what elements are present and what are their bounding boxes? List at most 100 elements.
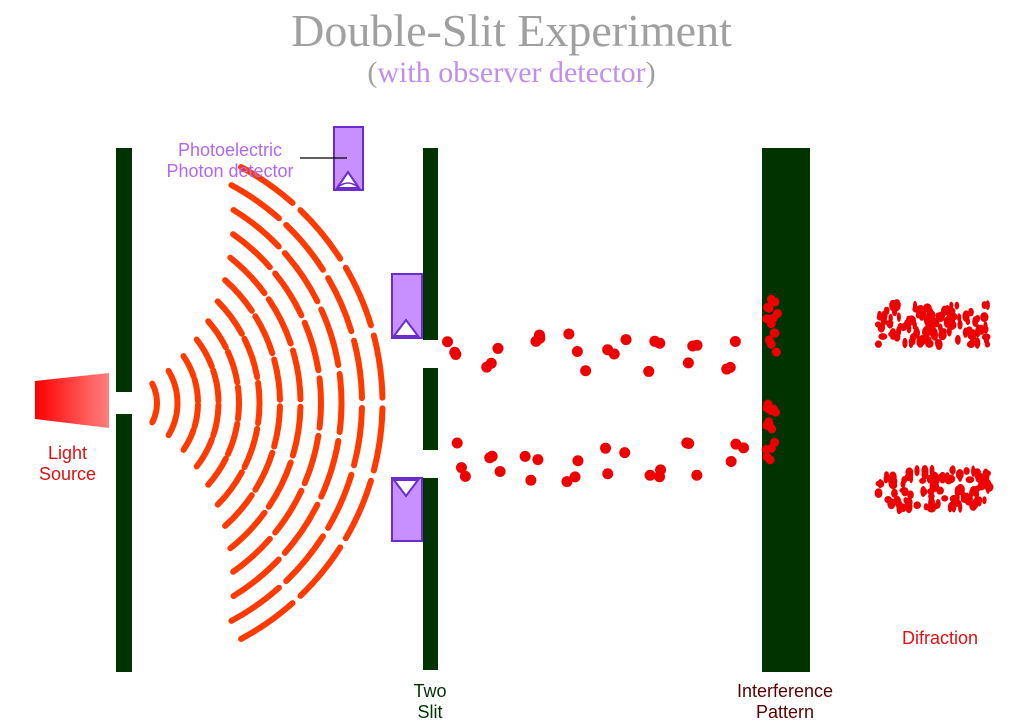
diffraction-dot	[963, 467, 970, 475]
two-slit-label-line2: Slit	[417, 702, 443, 722]
photon-particle	[608, 348, 620, 360]
light-source-label-line1: Light	[47, 443, 88, 463]
diffraction-dot	[927, 319, 934, 327]
photon-particle	[729, 335, 741, 347]
diffraction-dot	[877, 310, 882, 319]
diffraction-dot	[980, 312, 989, 323]
diffraction-dot	[922, 329, 930, 337]
photon-particle	[569, 471, 581, 483]
photon-particle	[455, 462, 467, 474]
diffraction-dot	[918, 334, 927, 346]
photon-particle	[442, 336, 454, 348]
diffraction-dot	[982, 496, 987, 505]
diffraction-dot	[985, 300, 990, 311]
diffraction-dot	[938, 329, 947, 341]
diffraction-dot	[968, 307, 974, 317]
wavefront-arc	[252, 449, 276, 493]
wavefront-arc	[271, 403, 283, 450]
diffraction-dot	[912, 320, 917, 331]
diffraction-dot	[949, 312, 958, 321]
screen-hit	[764, 421, 774, 431]
diffraction-dot	[905, 504, 912, 512]
wavefront-arc	[180, 353, 197, 380]
diffraction-dot	[874, 488, 883, 499]
wavefront-arc	[252, 313, 276, 357]
photon-particle	[654, 471, 666, 483]
photon-particle	[532, 454, 544, 466]
diffraction-dot	[908, 341, 914, 349]
diffraction-dot	[967, 330, 976, 340]
diffraction-dot	[965, 476, 975, 484]
screen-hit	[762, 452, 772, 462]
wavefront-arc	[370, 332, 386, 401]
wavefront-arc	[234, 384, 242, 422]
detector-label-line1: Photoelectric	[177, 140, 283, 160]
diagram-subtitle: (with observer detector)	[0, 56, 1023, 90]
wavefront-arc	[227, 254, 268, 297]
screen-hit	[771, 347, 781, 357]
diffraction-dot	[915, 311, 921, 319]
wavefront-arc	[272, 487, 305, 536]
wavefront-arc	[210, 367, 222, 404]
diffraction-dot	[902, 337, 908, 349]
photon-particle	[492, 342, 504, 354]
diffraction-dot	[889, 481, 898, 490]
diffraction-dot	[925, 503, 934, 511]
diffraction-dot	[893, 332, 901, 342]
wavefront-arc	[241, 335, 261, 381]
diffraction-dot	[884, 496, 893, 504]
diffraction-dot	[984, 341, 991, 348]
wavefront-arc	[283, 533, 326, 585]
photon-particle	[649, 335, 661, 347]
detector-label-line2: Photon detector	[166, 161, 294, 181]
diffraction-dot	[980, 478, 988, 488]
wavefront-arc	[205, 455, 229, 488]
wavefront-arc	[318, 306, 342, 368]
paren-close: )	[645, 56, 656, 89]
wavefront-arc	[165, 367, 180, 394]
diffraction-dot	[955, 469, 964, 480]
wavefront-arc	[318, 438, 342, 500]
photon-particle	[643, 365, 655, 377]
screen-hit	[766, 315, 776, 325]
photon-particle	[563, 328, 575, 340]
diffraction-dot	[920, 486, 927, 498]
diffraction-dot	[935, 498, 941, 509]
diffraction-dot	[969, 338, 976, 348]
photon-particle	[484, 452, 496, 464]
wavefront-arc	[222, 277, 255, 314]
wavefront-arc	[297, 207, 344, 262]
diffraction-dot	[960, 491, 968, 502]
wavefront-arc	[230, 231, 273, 271]
wavefront-arc	[225, 348, 241, 386]
interference-label-line2: Pattern	[755, 702, 815, 722]
photon-particle	[525, 474, 537, 486]
wavefront-arc	[193, 336, 215, 370]
wavefront-arc	[265, 296, 294, 347]
diffraction-dot	[954, 301, 960, 310]
photon-particle	[572, 455, 584, 467]
wavefront-arc	[214, 298, 245, 337]
screen-hit	[764, 335, 774, 345]
diffraction-dot	[903, 320, 908, 328]
diffraction-dot	[907, 490, 914, 500]
light-source-label-line2: Source	[38, 464, 97, 484]
wavefront-arc	[191, 401, 201, 430]
photon-particle	[485, 357, 497, 369]
photon-particle	[619, 447, 631, 459]
photon-detector-upper-slit	[391, 273, 423, 339]
wavefront-arc	[351, 404, 365, 469]
wavefront-arc	[351, 337, 365, 402]
wavefront-arc	[191, 376, 201, 405]
wavefront-arc	[165, 412, 180, 439]
diffraction-dot	[971, 465, 976, 478]
wavefront-arc	[228, 182, 282, 222]
photon-particle	[682, 357, 694, 369]
diffraction-dot	[918, 309, 925, 321]
diffraction-dot	[936, 311, 945, 323]
diffraction-dot	[878, 333, 888, 340]
wavefront-arc	[289, 403, 304, 459]
wavefront-arc	[316, 375, 324, 431]
wavefront-arc	[283, 221, 326, 273]
